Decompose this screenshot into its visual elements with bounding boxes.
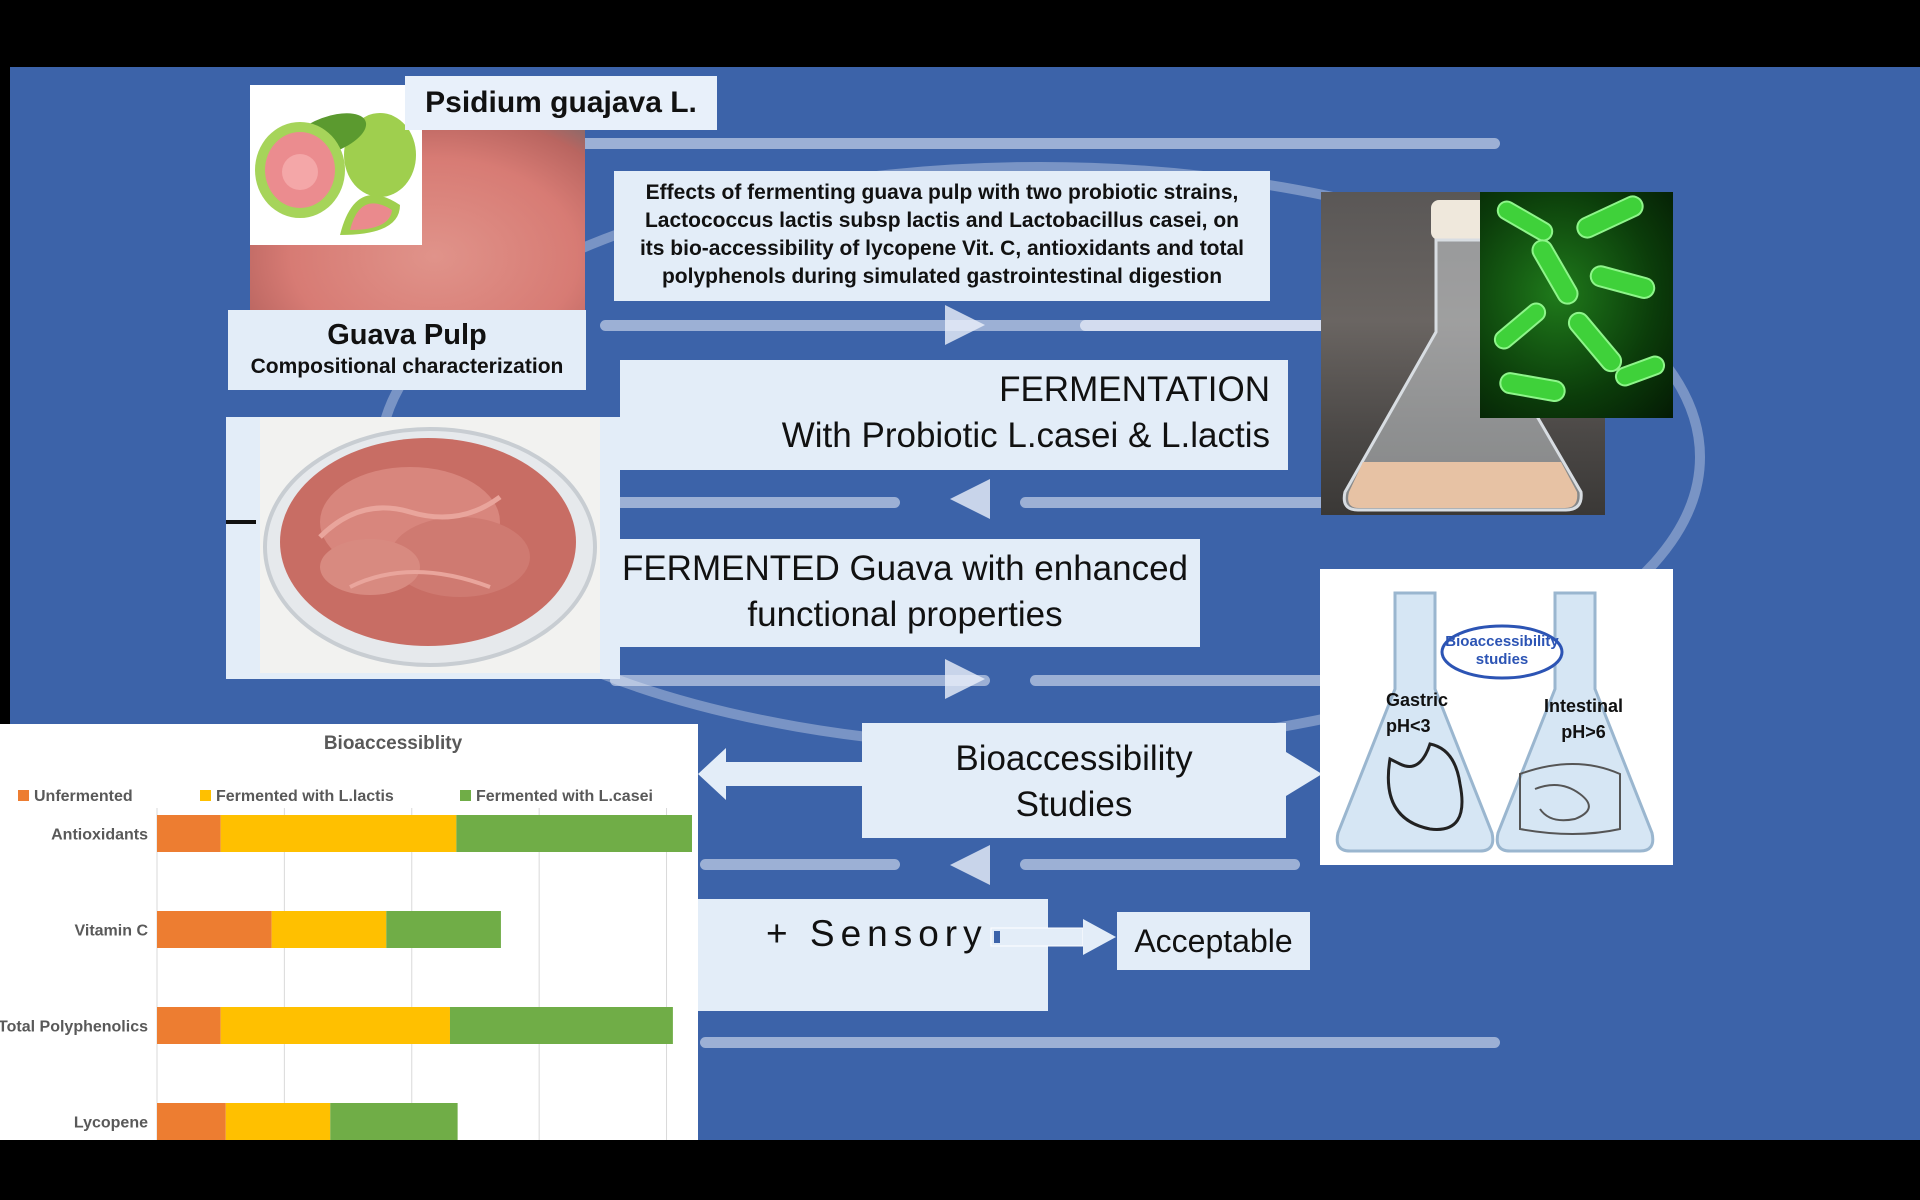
guava-pulp-box: Guava Pulp Compositional characterizatio… xyxy=(228,310,586,390)
bioaccessibility-line2: Studies xyxy=(862,785,1286,825)
legend-label: Unfermented xyxy=(34,788,133,805)
guava-pulp-subtitle: Compositional characterization xyxy=(228,355,586,379)
species-title-text: Psidium guajava L. xyxy=(425,86,697,120)
fermented-guava-box: FERMENTED Guava with enhanced functional… xyxy=(610,539,1200,647)
fermented-pulp-photo xyxy=(260,417,600,673)
bar-segment xyxy=(157,911,272,948)
legend-swatch xyxy=(460,790,471,801)
bar-segment xyxy=(221,1007,450,1044)
category-label: Lycopene xyxy=(74,1115,148,1132)
acceptable-box: Acceptable xyxy=(1117,912,1310,970)
bar-segment xyxy=(221,815,457,852)
guava-fruit-photo xyxy=(250,85,422,245)
fermented-guava-line1: FERMENTED Guava with enhanced xyxy=(610,549,1200,589)
double-arrow-left-icon xyxy=(698,748,864,800)
objective-text: Effects of fermenting guava pulp with tw… xyxy=(640,181,1244,288)
bar-segment xyxy=(456,815,692,852)
legend-swatch xyxy=(18,790,29,801)
intestinal-line2: pH>6 xyxy=(1544,719,1623,745)
category-label: Antioxidants xyxy=(51,827,148,844)
category-label: Total Polyphenolics xyxy=(0,1019,148,1036)
bar-segment xyxy=(272,911,387,948)
bacteria-photo xyxy=(1480,192,1673,418)
objective-box: Effects of fermenting guava pulp with tw… xyxy=(614,171,1270,301)
bioaccessibility-box: Bioaccessibility Studies xyxy=(862,723,1286,838)
connector-dash xyxy=(226,520,256,524)
gastric-line1: Gastric xyxy=(1386,687,1448,713)
bioaccessibility-line1: Bioaccessibility xyxy=(862,739,1286,779)
legend-label: Fermented with L.casei xyxy=(476,788,653,805)
acceptable-label: Acceptable xyxy=(1134,923,1292,960)
digestion-diagram: Bioaccessibility studies Gastric pH<3 In… xyxy=(1320,569,1673,865)
fermentation-box: FERMENTATION With Probiotic L.casei & L.… xyxy=(620,360,1288,470)
bar-segment xyxy=(450,1007,673,1044)
bioaccessibility-bubble: Bioaccessibility studies xyxy=(1442,633,1562,669)
species-title: Psidium guajava L. xyxy=(405,76,717,130)
sensory-box: + Sensory xyxy=(698,899,1048,1011)
legend-label: Fermented with L.lactis xyxy=(216,788,394,805)
bar-segment xyxy=(330,1103,457,1140)
bar-segment xyxy=(226,1103,330,1140)
chart-svg: BioaccessiblityUnfermented Fermented with… xyxy=(0,724,698,1140)
bioaccessibility-chart: BioaccessiblityUnfermented Fermented with… xyxy=(0,724,698,1140)
fermented-guava-line2: functional properties xyxy=(610,595,1200,635)
guava-pulp-title: Guava Pulp xyxy=(228,319,586,352)
fermentation-title: FERMENTATION xyxy=(620,370,1270,410)
arrow-right-icon xyxy=(990,919,1118,955)
bar-segment xyxy=(157,1103,226,1140)
bar-segment xyxy=(157,815,221,852)
bar-segment xyxy=(157,1007,221,1044)
bar-segment xyxy=(386,911,501,948)
bubble-line1: Bioaccessibility xyxy=(1442,633,1562,651)
category-label: Vitamin C xyxy=(75,923,149,940)
fermentation-subtitle: With Probiotic L.casei & L.lactis xyxy=(620,416,1270,456)
gastric-label: Gastric pH<3 xyxy=(1386,687,1448,739)
bubble-line2: studies xyxy=(1442,651,1562,669)
intestinal-line1: Intestinal xyxy=(1544,693,1623,719)
gastric-line2: pH<3 xyxy=(1386,713,1448,739)
legend-swatch xyxy=(200,790,211,801)
arrow-left-icon xyxy=(945,845,995,885)
arrow-right-icon xyxy=(1286,752,1324,796)
chart-title: Bioaccessiblity xyxy=(324,733,463,754)
intestinal-label: Intestinal pH>6 xyxy=(1544,693,1623,745)
